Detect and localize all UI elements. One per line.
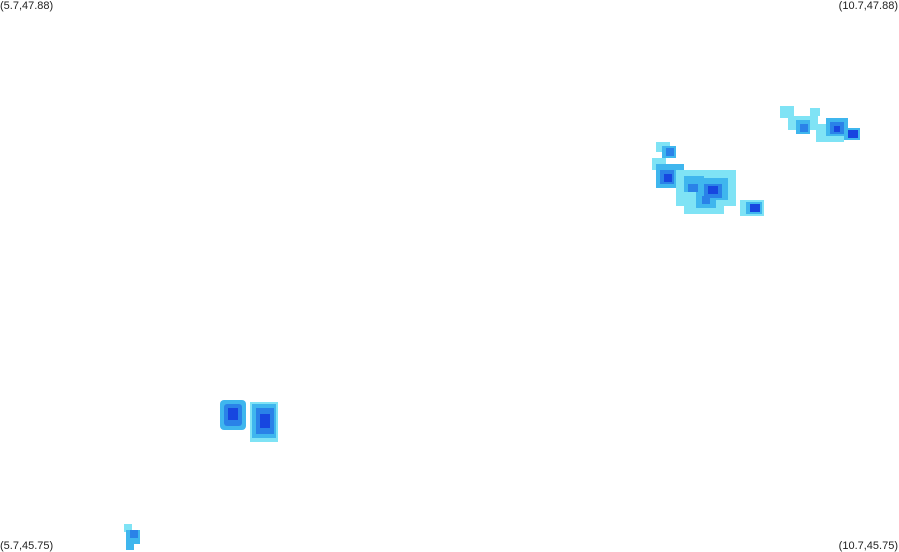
precip-cell-southwest	[220, 400, 278, 442]
corner-coordinate-bottom-right: (10.7,45.75)	[838, 540, 898, 552]
corner-coordinate-bottom-left: (5.7,45.75)	[0, 540, 54, 552]
precip-cell-south-edge	[124, 524, 140, 550]
precip-cell-northeast	[780, 106, 860, 142]
precip-cell-center-east	[652, 142, 764, 216]
corner-coordinate-top-right: (10.7,47.88)	[838, 0, 898, 12]
corner-coordinate-top-left: (5.7,47.88)	[0, 0, 54, 12]
